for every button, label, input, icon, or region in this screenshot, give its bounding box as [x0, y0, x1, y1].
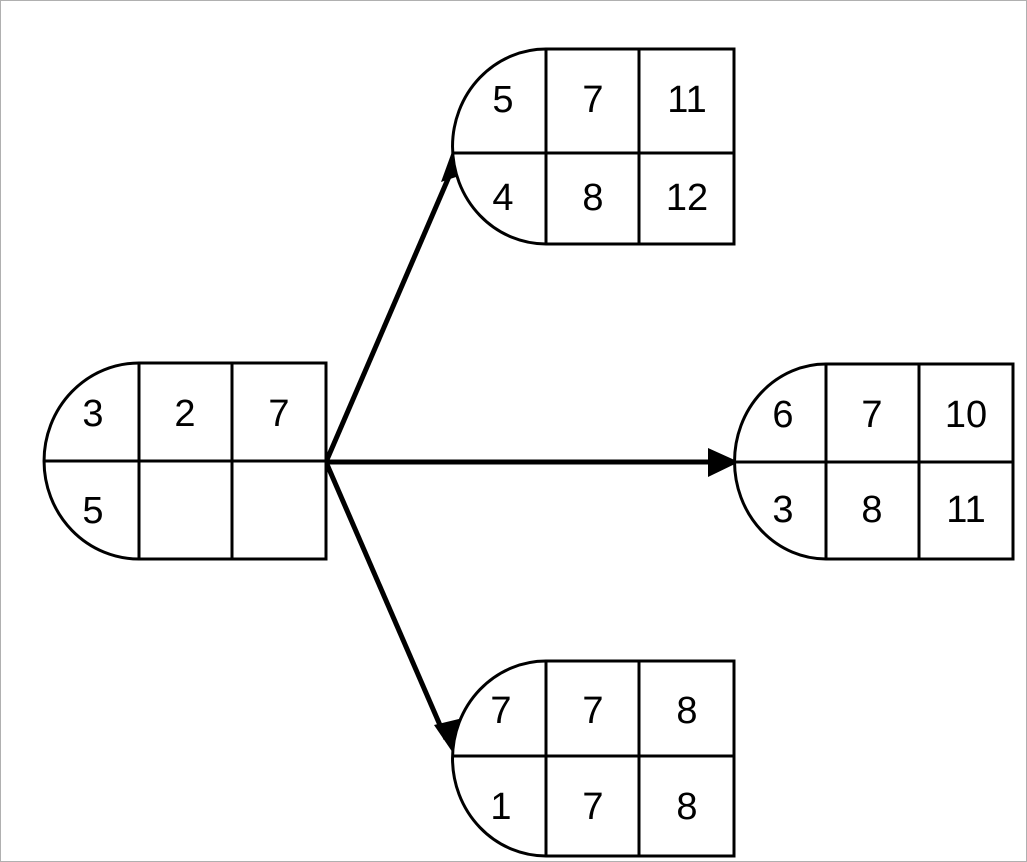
node-child-top[interactable]: 5 7 11 4 8 12 [451, 47, 736, 246]
edge-to-bottom-child [323, 461, 463, 753]
node-root-cell-r0c1: 2 [174, 393, 195, 435]
node-child-top-outline [451, 47, 736, 246]
node-child-bottom-cell-r0c1: 7 [582, 690, 603, 732]
node-child-middle-cell-r1c2: 11 [946, 489, 985, 531]
node-child-middle-cell-r0c1: 7 [861, 394, 882, 436]
node-child-bottom-cell-r1c2: 8 [676, 786, 697, 828]
node-root-cell-r1c0: 5 [82, 490, 103, 532]
node-root-cell-r0c0: 3 [82, 393, 103, 435]
arrow-head-middle-icon [708, 448, 739, 477]
node-child-bottom-cell-r0c2: 8 [676, 690, 697, 732]
node-root[interactable]: 3 2 7 5 [42, 361, 328, 561]
node-child-bottom[interactable]: 7 7 8 1 7 8 [451, 659, 736, 858]
node-child-top-cell-r0c1: 7 [582, 79, 603, 121]
node-child-bottom-cell-r1c1: 7 [582, 786, 603, 828]
node-child-top-cell-r1c0: 4 [492, 177, 513, 219]
node-child-top-cell-r1c2: 12 [666, 177, 708, 219]
node-child-bottom-outline [451, 659, 736, 858]
node-child-middle-cell-r0c2: 10 [945, 394, 987, 436]
node-child-bottom-cell-r0c0: 7 [490, 690, 511, 732]
node-child-top-cell-r0c2: 11 [667, 79, 706, 121]
edge-to-middle-child [326, 448, 739, 477]
node-child-middle-cell-r1c1: 8 [861, 489, 882, 531]
edge-to-top-line [323, 157, 460, 463]
node-child-top-cell-r1c1: 8 [582, 177, 603, 219]
edge-to-bottom-line [323, 461, 449, 740]
node-child-bottom-cell-r1c0: 1 [490, 786, 511, 828]
edge-to-top-child [323, 149, 471, 463]
node-root-cell-r0c2: 7 [268, 393, 289, 435]
arrow-head-bottom-icon [434, 718, 463, 753]
node-child-middle-cell-r1c0: 3 [772, 489, 793, 531]
node-child-top-cell-r0c0: 5 [492, 79, 513, 121]
node-child-middle-cell-r0c0: 6 [772, 394, 793, 436]
node-child-middle[interactable]: 6 7 10 3 8 11 [733, 362, 1015, 561]
